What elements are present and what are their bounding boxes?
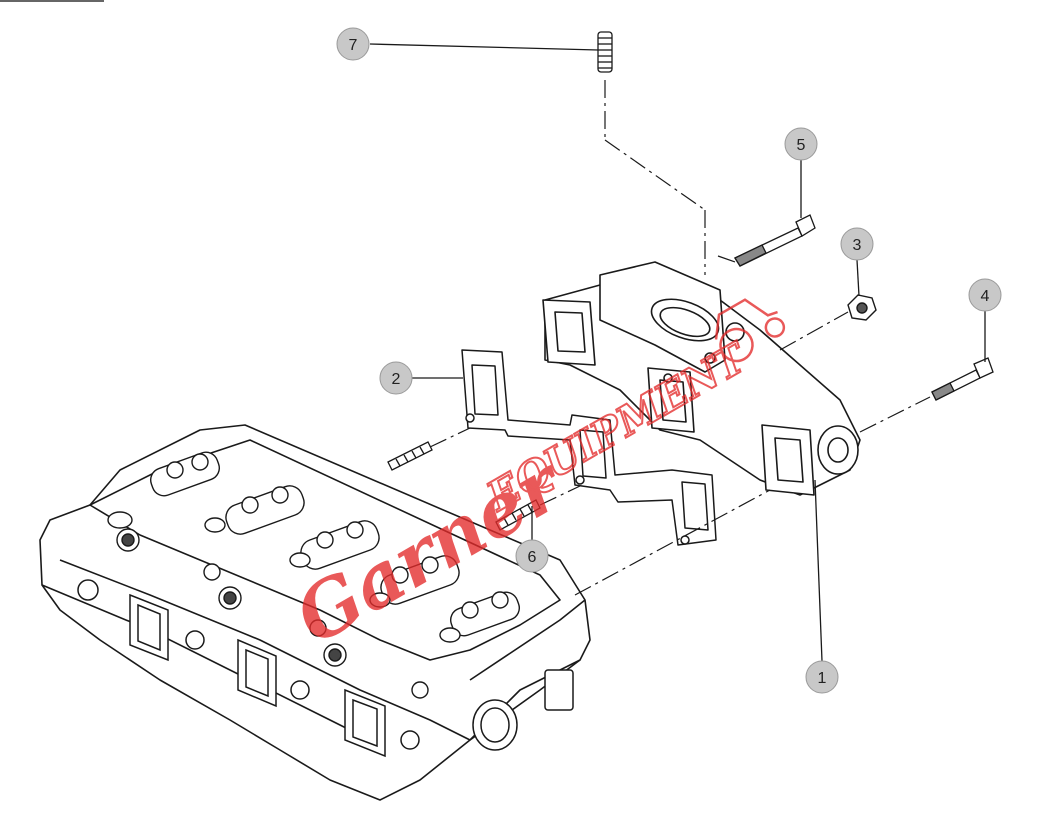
- stud-6: [495, 499, 541, 531]
- callout-3-label: 3: [853, 237, 862, 254]
- callout-6: 6: [515, 539, 549, 573]
- leader-lines: [369, 43, 986, 662]
- callout-5: 5: [784, 127, 818, 161]
- exhaust-manifold: [542, 261, 861, 496]
- callout-1: 1: [805, 660, 839, 694]
- injector-bosses: [116, 528, 429, 699]
- callout-4: 4: [968, 278, 1002, 312]
- callout-6-label: 6: [528, 549, 537, 566]
- head-top-details: [107, 451, 520, 643]
- callout-5-label: 5: [797, 137, 806, 154]
- cylinder-head: [39, 424, 591, 801]
- stud-7: [597, 31, 613, 73]
- gasket: [461, 349, 717, 546]
- nut-3: [847, 294, 877, 321]
- callout-1-label: 1: [818, 670, 827, 687]
- assembly-lines: [429, 80, 931, 596]
- bolt-4: [931, 357, 994, 401]
- callout-3: 3: [840, 227, 874, 261]
- stud-upper: [387, 441, 433, 471]
- callout-2-label: 2: [392, 371, 401, 388]
- head-exhaust-ports: [77, 579, 574, 758]
- callout-2: 2: [379, 361, 413, 395]
- callout-7: 7: [336, 27, 370, 61]
- callout-4-label: 4: [981, 288, 990, 305]
- callout-7-label: 7: [349, 37, 358, 54]
- bolt-5: [734, 214, 816, 267]
- tractor-icon: [714, 298, 786, 363]
